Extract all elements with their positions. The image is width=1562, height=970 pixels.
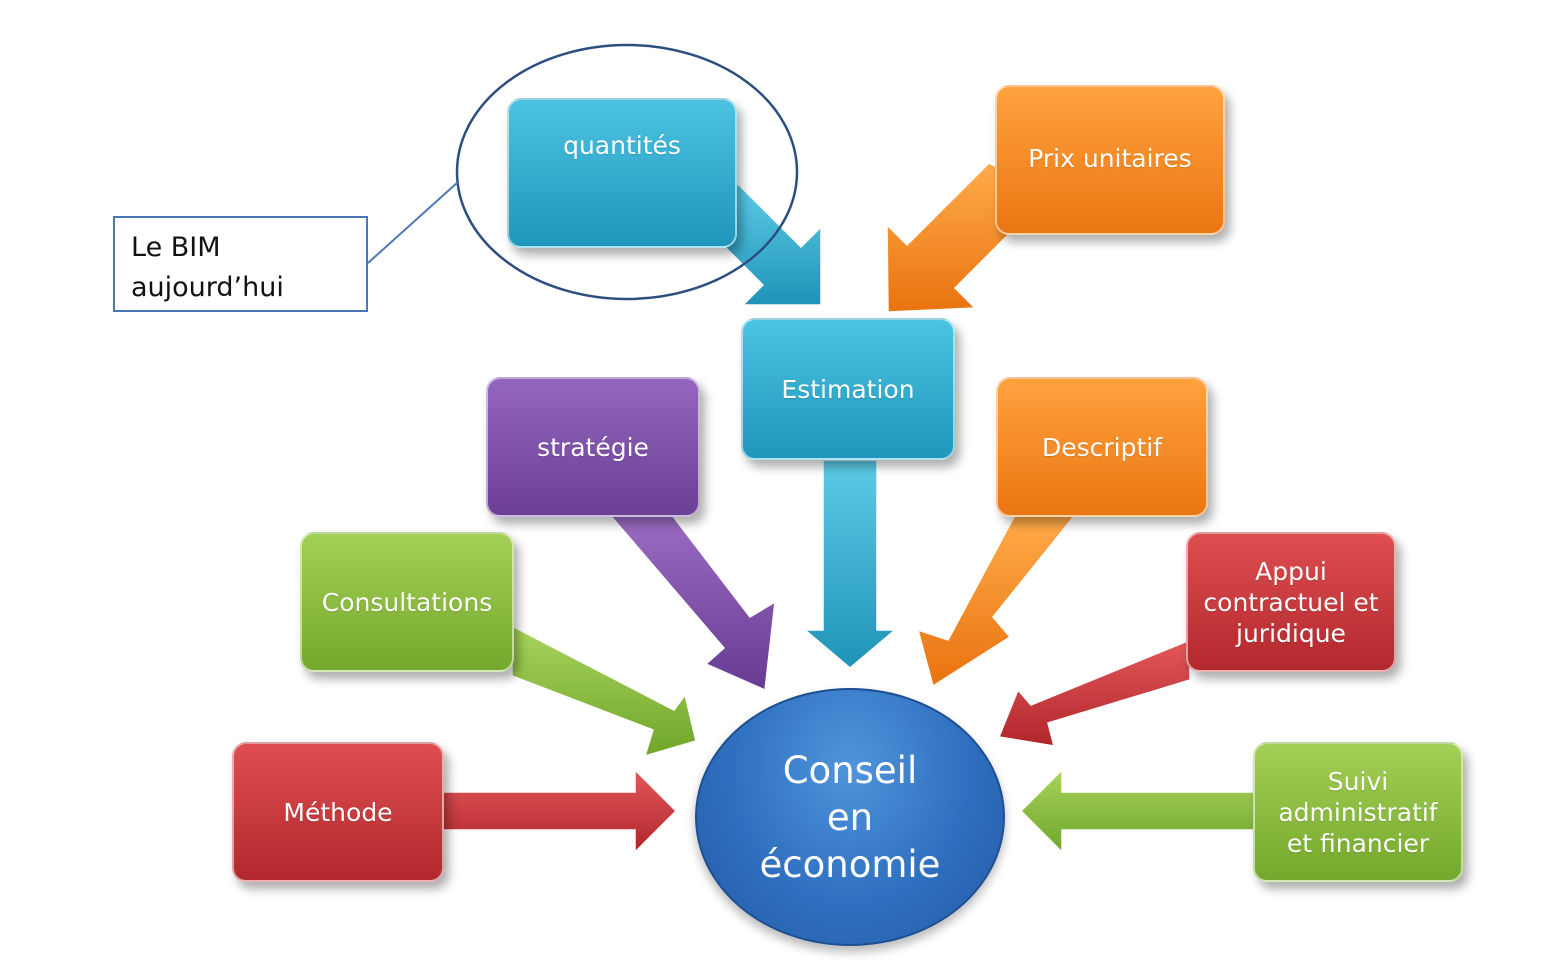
arrow-strategie-to-center [608,514,776,692]
node-suivi: Suivi administratif et financier [1253,742,1463,882]
arrow-estimation-to-center [802,459,898,669]
node-estimation-label: Estimation [781,374,915,404]
node-methode: Méthode [232,742,444,882]
node-quantites: quantités [507,98,737,248]
center-node: Conseil en économie [695,688,1005,946]
node-consultations: Consultations [300,532,514,672]
node-quantites-label: quantités [563,131,681,160]
node-strategie-label: stratégie [537,432,649,462]
center-node-label: Conseil en économie [759,748,941,886]
node-suivi-label: Suivi administratif et financier [1278,766,1438,858]
callout-leader-line [367,181,459,264]
node-prix-unitaires: Prix unitaires [995,85,1225,235]
node-estimation: Estimation [741,318,955,460]
node-descriptif: Descriptif [996,377,1208,517]
node-methode-label: Méthode [283,797,393,827]
arrow-appui-to-center [997,638,1191,747]
callout-label: Le BIM aujourd’hui [131,232,284,303]
highlight-ellipse [455,43,799,301]
node-appui-label: Appui contractuel et juridique [1203,556,1379,648]
node-descriptif-label: Descriptif [1041,432,1163,462]
node-appui: Appui contractuel et juridique [1186,532,1396,672]
arrow-consultations-to-center [511,624,697,758]
arrow-suivi-to-center [1019,768,1255,854]
arrow-methode-to-center [442,768,678,854]
node-prix-unitaires-label: Prix unitaires [1028,144,1192,173]
node-strategie: stratégie [486,377,700,517]
node-consultations-label: Consultations [321,587,493,617]
callout-box: Le BIM aujourd’hui [113,216,368,312]
arrow-descriptif-to-center [916,514,1077,688]
